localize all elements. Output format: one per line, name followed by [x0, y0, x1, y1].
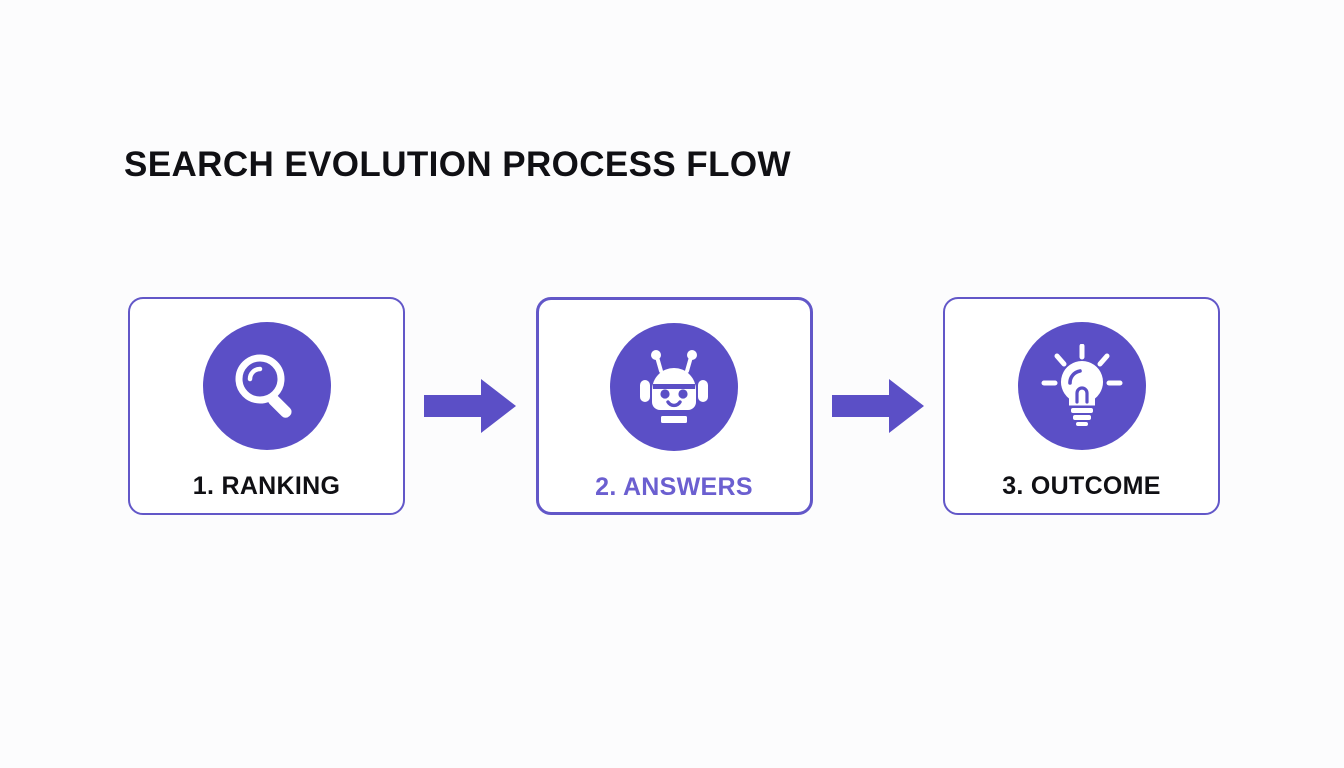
- step-label: 1. RANKING: [192, 472, 341, 500]
- step-label: 3. OUTCOME: [1002, 472, 1161, 500]
- lightbulb-icon: [1040, 344, 1124, 428]
- step-icon-badge: [1017, 322, 1146, 450]
- step-icon-badge: [202, 322, 331, 450]
- process-flow: 1. RANKING: [128, 297, 1220, 515]
- magnifying-glass-icon: [227, 346, 307, 426]
- step-card-answers[interactable]: 2. ANSWERS: [535, 297, 813, 515]
- arrow-right-icon: [424, 377, 517, 435]
- step-icon-badge: [610, 323, 738, 451]
- step-card-outcome[interactable]: 3. OUTCOME: [943, 297, 1220, 515]
- step-card-ranking[interactable]: 1. RANKING: [128, 297, 405, 515]
- step-label: 2. ANSWERS: [595, 473, 753, 501]
- robot-icon: [633, 346, 715, 428]
- flow-connector: [831, 377, 924, 435]
- flow-connector: [424, 377, 517, 435]
- page-title: SEARCH EVOLUTION PROCESS FLOW: [124, 145, 791, 184]
- arrow-right-icon: [831, 377, 924, 435]
